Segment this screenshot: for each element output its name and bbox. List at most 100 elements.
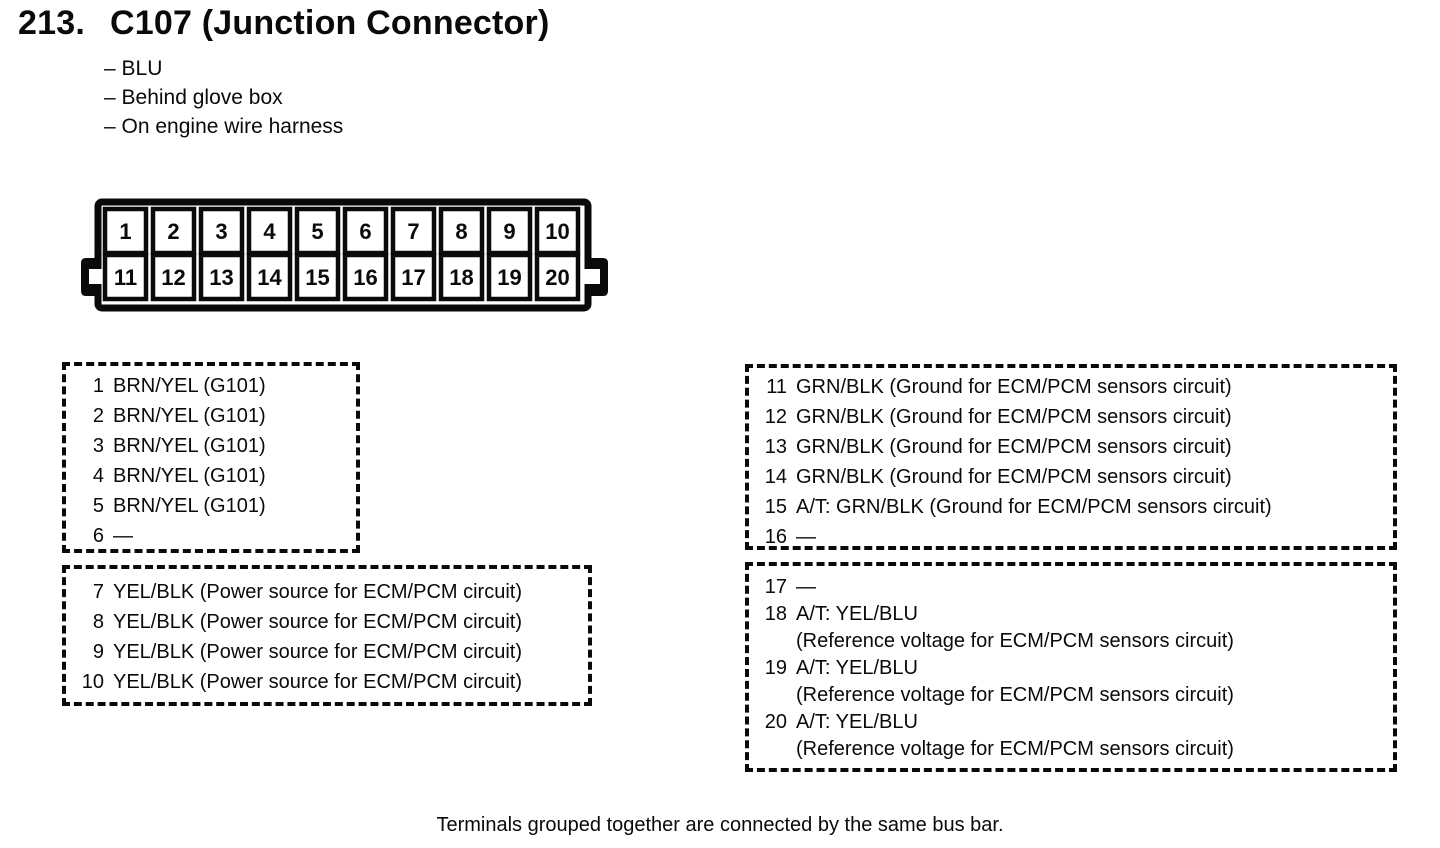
terminal-number: 15 <box>305 265 329 290</box>
terminal-number: 18 <box>449 265 473 290</box>
pin-number: 17 <box>764 576 787 598</box>
pin-number: 11 <box>766 376 787 398</box>
terminal-cell <box>246 252 293 302</box>
pin-number: 15 <box>764 496 787 518</box>
pin-row: 10 YEL/BLK (Power source for ECM/PCM cir… <box>76 667 584 697</box>
terminal-number: 4 <box>263 219 276 244</box>
pin-row-continuation: (Reference voltage for ECM/PCM sensors c… <box>759 628 1389 655</box>
pin-row: 6 — <box>76 521 352 551</box>
pin-number: 3 <box>92 435 104 457</box>
bus-group-pins-1-6: 1 BRN/YEL (G101) 2 BRN/YEL (G101) 3 BRN/… <box>62 362 360 553</box>
pin-number: 4 <box>92 465 104 487</box>
pin-number-spacer <box>759 682 787 709</box>
terminal-number: 1 <box>119 219 131 244</box>
pin-row: 8 YEL/BLK (Power source for ECM/PCM circ… <box>76 607 584 637</box>
terminal-cell <box>390 252 437 302</box>
terminal-cell <box>294 206 341 256</box>
terminal-cell <box>294 252 341 302</box>
pin-number: 18 <box>764 603 787 625</box>
pin-row: 5 BRN/YEL (G101) <box>76 491 352 521</box>
terminal-number: 7 <box>407 219 419 244</box>
terminal-cell <box>486 252 533 302</box>
note-item: – BLU <box>104 57 163 80</box>
pin-row: 3 BRN/YEL (G101) <box>76 431 352 461</box>
pin-number: 7 <box>92 581 104 603</box>
pin-label: BRN/YEL (G101) <box>113 405 266 427</box>
left-tab-notch <box>89 269 105 284</box>
pin-row-continuation: (Reference voltage for ECM/PCM sensors c… <box>759 736 1389 763</box>
pin-label-continuation: (Reference voltage for ECM/PCM sensors c… <box>796 684 1234 706</box>
pin-number: 20 <box>764 711 787 733</box>
pin-label: YEL/BLK (Power source for ECM/PCM circui… <box>113 671 522 693</box>
pin-row: 7 YEL/BLK (Power source for ECM/PCM circ… <box>76 577 584 607</box>
pin-number: 14 <box>764 466 787 488</box>
connector-notes: – BLU – Behind glove box – On engine wir… <box>104 54 343 141</box>
page-title-text: C107 (Junction Connector) <box>110 4 550 42</box>
terminal-cell <box>102 206 149 256</box>
pin-row: 9 YEL/BLK (Power source for ECM/PCM circ… <box>76 637 584 667</box>
pin-label: — <box>113 525 133 547</box>
pin-label: YEL/BLK (Power source for ECM/PCM circui… <box>113 611 522 633</box>
terminal-number: 19 <box>497 265 521 290</box>
pin-label: A/T: YEL/BLU <box>796 657 918 679</box>
terminal-cell <box>198 252 245 302</box>
pin-number: 10 <box>81 671 104 693</box>
pin-label: BRN/YEL (G101) <box>113 465 266 487</box>
pin-label-continuation: (Reference voltage for ECM/PCM sensors c… <box>796 738 1234 760</box>
right-tab-notch <box>584 269 600 284</box>
terminal-number: 3 <box>215 219 227 244</box>
terminal-cell <box>438 252 485 302</box>
pin-number: 1 <box>92 375 104 397</box>
pin-label: GRN/BLK (Ground for ECM/PCM sensors circ… <box>796 376 1232 398</box>
pin-row: 11 GRN/BLK (Ground for ECM/PCM sensors c… <box>759 372 1389 402</box>
pin-row: 2 BRN/YEL (G101) <box>76 401 352 431</box>
terminal-number: 17 <box>401 265 425 290</box>
pin-row: 17 — <box>759 574 1389 601</box>
pin-label: GRN/BLK (Ground for ECM/PCM sensors circ… <box>796 466 1232 488</box>
terminal-number: 12 <box>161 265 185 290</box>
pin-number-spacer <box>759 628 787 655</box>
terminal-number: 10 <box>545 219 569 244</box>
pin-number: 13 <box>764 436 787 458</box>
page-title-number: 213. <box>18 4 85 42</box>
footer-note: Terminals grouped together are connected… <box>436 814 1004 836</box>
bus-group-pins-7-10: 7 YEL/BLK (Power source for ECM/PCM circ… <box>62 565 592 706</box>
pin-number: 5 <box>92 495 104 517</box>
pin-row: 4 BRN/YEL (G101) <box>76 461 352 491</box>
bus-group-pins-11-16: 11 GRN/BLK (Ground for ECM/PCM sensors c… <box>745 364 1397 550</box>
connector-diagram: 1 2 3 4 5 6 7 8 9 10 11 12 13 14 15 16 1… <box>81 198 608 312</box>
pin-row: 13 GRN/BLK (Ground for ECM/PCM sensors c… <box>759 432 1389 462</box>
pin-label: BRN/YEL (G101) <box>113 435 266 457</box>
pin-number: 8 <box>92 611 104 633</box>
pin-label-continuation: (Reference voltage for ECM/PCM sensors c… <box>796 630 1234 652</box>
page-title: 213. C107 (Junction Connector) <box>18 4 549 43</box>
pin-number: 6 <box>92 525 104 547</box>
terminal-number: 9 <box>503 219 515 244</box>
pin-number: 12 <box>764 406 787 428</box>
pin-row: 20 A/T: YEL/BLU <box>759 709 1389 736</box>
terminal-cell <box>198 206 245 256</box>
terminal-cell <box>102 252 149 302</box>
pin-label: A/T: GRN/BLK (Ground for ECM/PCM sensors… <box>796 496 1272 518</box>
pin-label: GRN/BLK (Ground for ECM/PCM sensors circ… <box>796 406 1232 428</box>
terminal-cell <box>342 252 389 302</box>
pin-row: 14 GRN/BLK (Ground for ECM/PCM sensors c… <box>759 462 1389 492</box>
terminal-number: 6 <box>359 219 371 244</box>
terminal-number: 5 <box>311 219 323 244</box>
pin-number: 9 <box>92 641 104 663</box>
terminal-number: 8 <box>455 219 467 244</box>
terminal-number: 11 <box>114 265 137 290</box>
terminal-cell <box>534 252 581 302</box>
pin-row: 19 A/T: YEL/BLU <box>759 655 1389 682</box>
pin-row: 18 A/T: YEL/BLU <box>759 601 1389 628</box>
bus-group-pins-17-20: 17 — 18 A/T: YEL/BLU (Reference voltage … <box>745 562 1397 772</box>
pin-row: 1 BRN/YEL (G101) <box>76 371 352 401</box>
terminal-cell <box>150 252 197 302</box>
pin-label: BRN/YEL (G101) <box>113 495 266 517</box>
terminal-number: 13 <box>209 265 233 290</box>
terminal-number: 14 <box>257 265 282 290</box>
pin-number: 16 <box>764 526 787 548</box>
pin-label: — <box>796 526 816 548</box>
note-item: – Behind glove box <box>104 86 283 109</box>
pin-number: 2 <box>92 405 104 427</box>
